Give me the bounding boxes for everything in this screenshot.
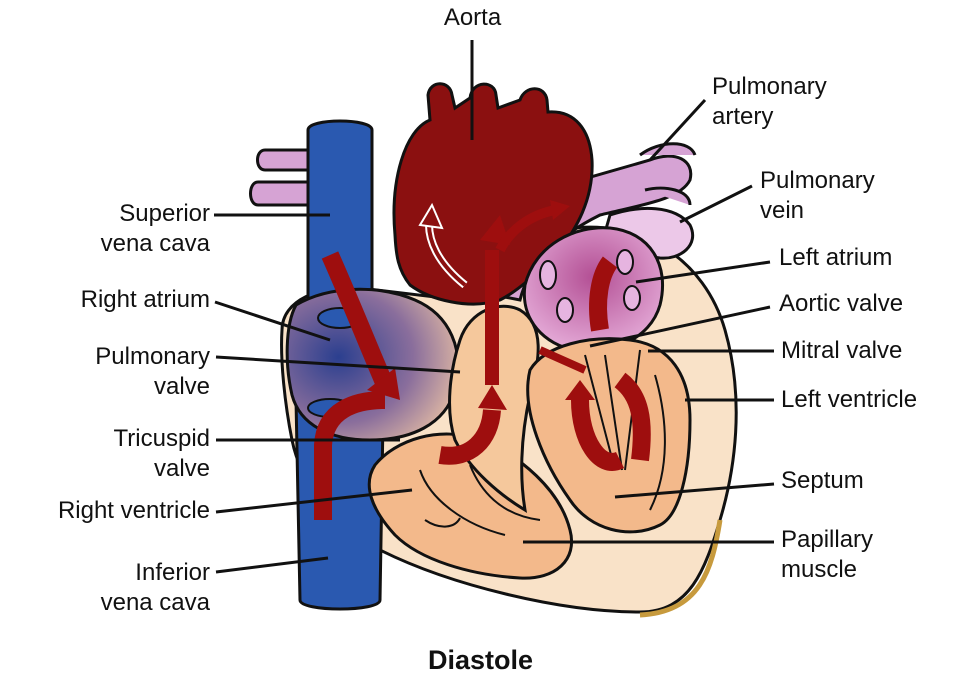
label-pulmonary-vein: Pulmonary vein [760,166,875,226]
label-line: artery [712,102,827,132]
label-tricuspid-valve: Tricuspid valve [40,424,210,484]
label-pulmonary-valve: Pulmonary valve [40,342,210,402]
label-line: Pulmonary [712,72,827,102]
label-pulmonary-artery: Pulmonary artery [712,72,827,132]
label-line: vena cava [40,229,210,259]
label-inferior-vena-cava: Inferior vena cava [40,558,210,618]
label-aorta: Aorta [420,3,525,33]
label-aortic-valve: Aortic valve [779,289,903,319]
label-line: Papillary [781,525,873,555]
label-line: muscle [781,555,873,585]
label-left-atrium: Left atrium [779,243,892,273]
label-papillary-muscle: Papillary muscle [781,525,873,585]
label-line: Pulmonary [40,342,210,372]
label-superior-vena-cava: Superior vena cava [40,199,210,259]
label-septum: Septum [781,466,864,496]
label-line: valve [40,372,210,402]
label-line: vena cava [40,588,210,618]
label-line: valve [40,454,210,484]
diagram-caption: Diastole [0,645,961,676]
label-line: Tricuspid [40,424,210,454]
label-line: Pulmonary [760,166,875,196]
label-line: Inferior [40,558,210,588]
label-right-ventricle: Right ventricle [0,496,210,526]
label-line: Superior [40,199,210,229]
label-left-ventricle: Left ventricle [781,385,917,415]
label-right-atrium: Right atrium [10,285,210,315]
label-mitral-valve: Mitral valve [781,336,902,366]
label-line: vein [760,196,875,226]
